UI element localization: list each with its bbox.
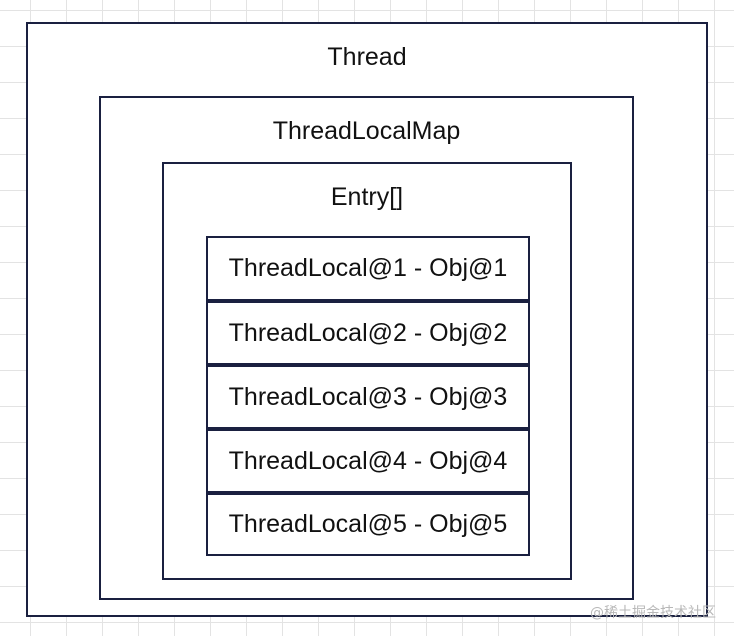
thread-title: Thread	[327, 43, 407, 71]
entry-array-title: Entry[]	[330, 183, 404, 211]
entry-row-4: ThreadLocal@4 - Obj@4	[206, 428, 530, 492]
entry-row-3: ThreadLocal@3 - Obj@3	[206, 364, 530, 428]
entry-row-1: ThreadLocal@1 - Obj@1	[206, 236, 530, 300]
entry-row-2: ThreadLocal@2 - Obj@2	[206, 300, 530, 364]
entry-row-5: ThreadLocal@5 - Obj@5	[206, 492, 530, 556]
entry-list: ThreadLocal@1 - Obj@1 ThreadLocal@2 - Ob…	[206, 236, 530, 556]
thread-local-map-title: ThreadLocalMap	[272, 117, 461, 145]
watermark: @稀土掘金技术社区	[590, 605, 716, 621]
